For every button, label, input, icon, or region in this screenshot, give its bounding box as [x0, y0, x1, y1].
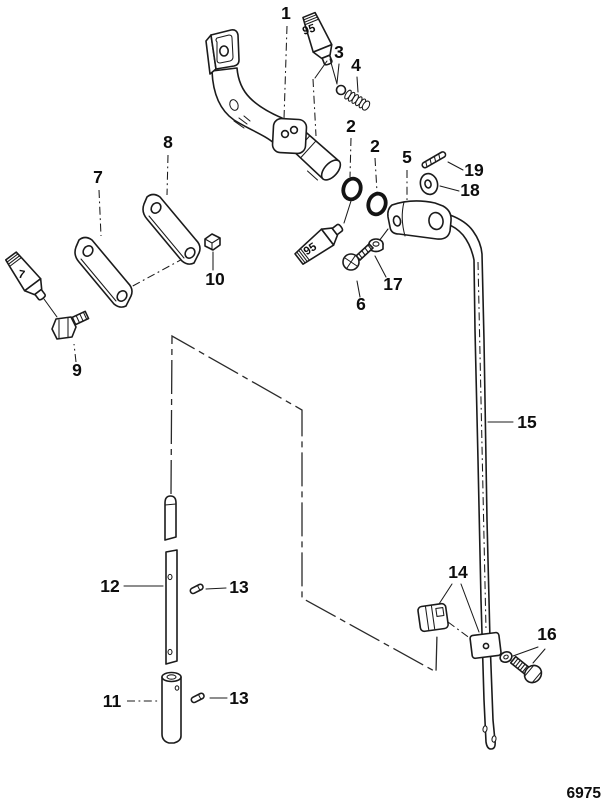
- callout-9-label: 9: [72, 360, 82, 380]
- callout-3-label: 3: [334, 42, 344, 62]
- part-19-pin: [421, 151, 447, 169]
- part-11-shift-shaft-lower: [161, 671, 182, 744]
- leader-lines: [73, 25, 546, 702]
- part-4-spring: [344, 89, 371, 111]
- callout-13a-label: 13: [229, 577, 249, 597]
- callout-8-label: 8: [163, 132, 173, 152]
- lubricant-tube-left: 7: [5, 251, 58, 318]
- part-14-clamp: [417, 602, 502, 660]
- lubricant-tube-top: 95: [301, 11, 338, 137]
- callout-11-label: 11: [103, 691, 122, 711]
- part-13-pin-upper: [189, 583, 204, 595]
- callout-2a-label: 2: [346, 116, 356, 136]
- callout-10-label: 10: [205, 269, 225, 289]
- part-9-bolt: [51, 310, 90, 340]
- part-2-o-rings: [341, 176, 388, 217]
- part-16-screw-and-washer: [499, 651, 543, 684]
- part-1-shift-lever: [205, 29, 342, 181]
- part-10-nut: [204, 233, 221, 251]
- drawing-number: 6975: [567, 785, 602, 800]
- part-8-cover-plate: [142, 193, 201, 265]
- callout-2b-label: 2: [370, 136, 380, 156]
- part-5-anchor-block: [378, 200, 452, 242]
- callout-6-label: 6: [356, 294, 366, 314]
- callout-17-label: 17: [383, 274, 402, 294]
- part-3-detent-ball: [335, 84, 347, 96]
- callout-15-label: 15: [517, 412, 537, 432]
- part-7-cover-plate: [74, 236, 133, 308]
- callout-18-label: 18: [460, 180, 480, 200]
- callout-14-label: 14: [448, 562, 468, 582]
- part-12-shift-shaft: [164, 495, 178, 665]
- callout-16-label: 16: [537, 624, 557, 644]
- callout-1-label: 1: [281, 3, 291, 23]
- part-15-shift-rod: [446, 214, 497, 750]
- lubricant-tube-middle: 95: [294, 200, 352, 265]
- part-13-pin-lower: [190, 692, 205, 704]
- part-18-washer: [419, 172, 439, 196]
- callout-13b-label: 13: [229, 688, 249, 708]
- callout-19-label: 19: [464, 160, 484, 180]
- tube-95-top-label: 95: [301, 22, 317, 38]
- callout-12-label: 12: [100, 576, 120, 596]
- tube-7-left-label: 7: [17, 269, 25, 282]
- callout-4-label: 4: [351, 55, 361, 75]
- callout-labels: 1 3 4 2 2 5 19 18 8 7 10 17 6 9 15 12 13…: [72, 3, 557, 711]
- part-6-screw: [342, 243, 374, 271]
- callout-7-label: 7: [93, 167, 103, 187]
- callout-5-label: 5: [402, 147, 412, 167]
